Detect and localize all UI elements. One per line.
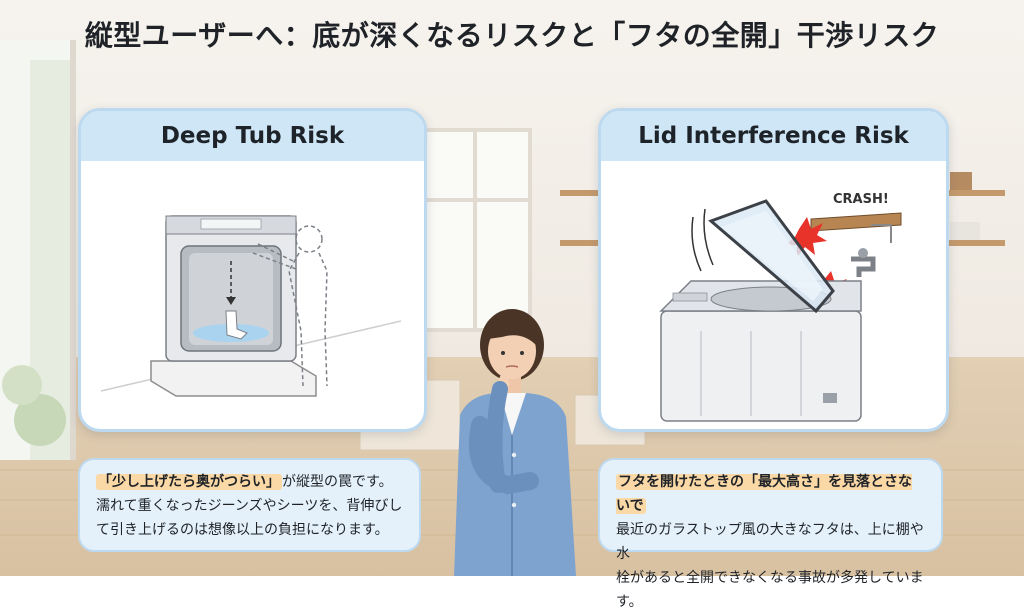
lid-interference-caption: フタを開けたときの「最大高さ」を見落とさないで 最近のガラストップ風の大きなフタ… (598, 458, 943, 610)
lid-interference-heading: Lid Interference Risk (601, 111, 946, 161)
deep-tub-caption: 「少し上げたら奥がつらい」が縦型の罠です。 濡れて重くなったジーンズやシーツを、… (78, 458, 421, 552)
deep-tub-caption-line3: て引き上げるのは想像以上の負担になります。 (96, 522, 389, 538)
page-title: 縦型ユーザーへ：底が深くなるリスクと「フタの全開」干渉リスク (84, 19, 940, 52)
deep-tub-highlight: 「少し上げたら奥がつらい」 (96, 474, 282, 490)
lid-interference-caption-line2: 最近のガラストップ風の大きなフタは、上に棚や水 (616, 522, 924, 562)
thinking-woman-illustration (454, 309, 576, 576)
lid-interference-highlight: フタを開けたときの「最大高さ」を見落とさないで (616, 474, 912, 514)
deep-tub-caption-line2: 濡れて重くなったジーンズやシーツを、背伸びし (96, 498, 403, 514)
lid-interference-caption-line3: 栓があると全開できなくなる事故が多発しています。 (616, 570, 924, 610)
deep-tub-caption-line1: が縦型の罠です。 (282, 474, 393, 490)
deep-tub-card: Deep Tub Risk (78, 108, 427, 432)
crash-text: CRASH! (833, 192, 889, 207)
lid-interference-card: Lid Interference Risk CRASH! (598, 108, 949, 432)
deep-tub-illustration (100, 215, 402, 397)
deep-tub-heading: Deep Tub Risk (81, 111, 424, 161)
room-illustration (0, 40, 1024, 536)
lid-interference-illustration: CRASH! (659, 192, 902, 422)
